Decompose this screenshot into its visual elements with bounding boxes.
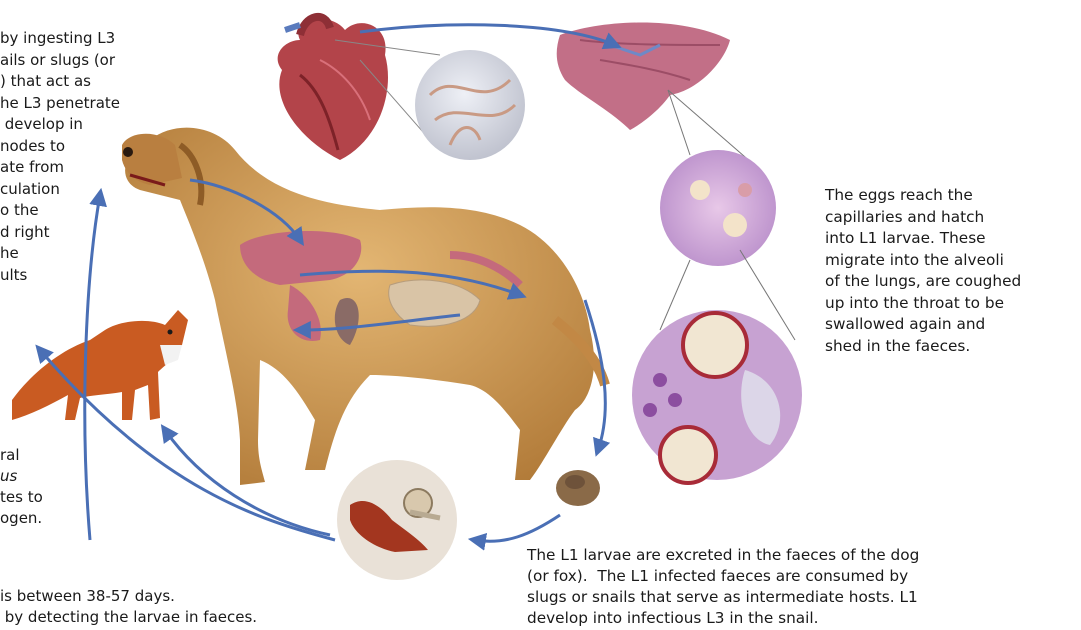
text-line: ults — [0, 265, 120, 287]
left-lower-text-block: ralustes toogen. — [0, 445, 43, 529]
bottom-text-block: The L1 larvae are excreted in the faeces… — [527, 545, 919, 629]
text-line: tes to — [0, 487, 43, 508]
text-line: culation — [0, 179, 120, 201]
text-line: shed in the faeces. — [825, 336, 1021, 358]
text-line: capillaries and hatch — [825, 207, 1021, 229]
text-line: develop into infectious L3 in the snail. — [527, 608, 919, 629]
text-line: up into the throat to be — [825, 293, 1021, 315]
text-line: The L1 larvae are excreted in the faeces… — [527, 545, 919, 566]
left-text-block: by ingesting L3ails or slugs (or) that a… — [0, 28, 120, 286]
snail-slug-intermediate-host — [337, 460, 457, 580]
text-line: d right — [0, 222, 120, 244]
text-line: develop in — [0, 114, 120, 136]
right-text-block: The eggs reach thecapillaries and hatchi… — [825, 185, 1021, 357]
arrow-faeces-to-snail — [475, 515, 560, 541]
text-line: into L1 larvae. These — [825, 228, 1021, 250]
text-line: ral — [0, 445, 43, 466]
text-line: by detecting the larvae in faeces. — [0, 607, 257, 628]
text-line: slugs or snails that serve as intermedia… — [527, 587, 919, 608]
text-line: migrate into the alveoli — [825, 250, 1021, 272]
heart-illustration — [278, 17, 388, 160]
bottom-left-text-block: is between 38-57 days. by detecting the … — [0, 586, 257, 628]
text-line: swallowed again and — [825, 314, 1021, 336]
text-line: of the lungs, are coughed — [825, 271, 1021, 293]
text-line: ogen. — [0, 508, 43, 529]
text-line: he — [0, 243, 120, 265]
text-line: o the — [0, 200, 120, 222]
lung-illustration — [557, 23, 730, 131]
alveoli-tissue-magnified — [632, 90, 802, 483]
text-line: by ingesting L3 — [0, 28, 120, 50]
text-line: ate from — [0, 157, 120, 179]
text-line: is between 38-57 days. — [0, 586, 257, 607]
fox-illustration — [12, 310, 188, 420]
text-line: ails or slugs (or — [0, 50, 120, 72]
faeces-illustration — [556, 470, 600, 506]
text-line: The eggs reach the — [825, 185, 1021, 207]
text-line: (or fox). The L1 infected faeces are con… — [527, 566, 919, 587]
text-line: us — [0, 466, 43, 487]
text-line: ) that act as — [0, 71, 120, 93]
text-line: he L3 penetrate — [0, 93, 120, 115]
text-line: nodes to — [0, 136, 120, 158]
